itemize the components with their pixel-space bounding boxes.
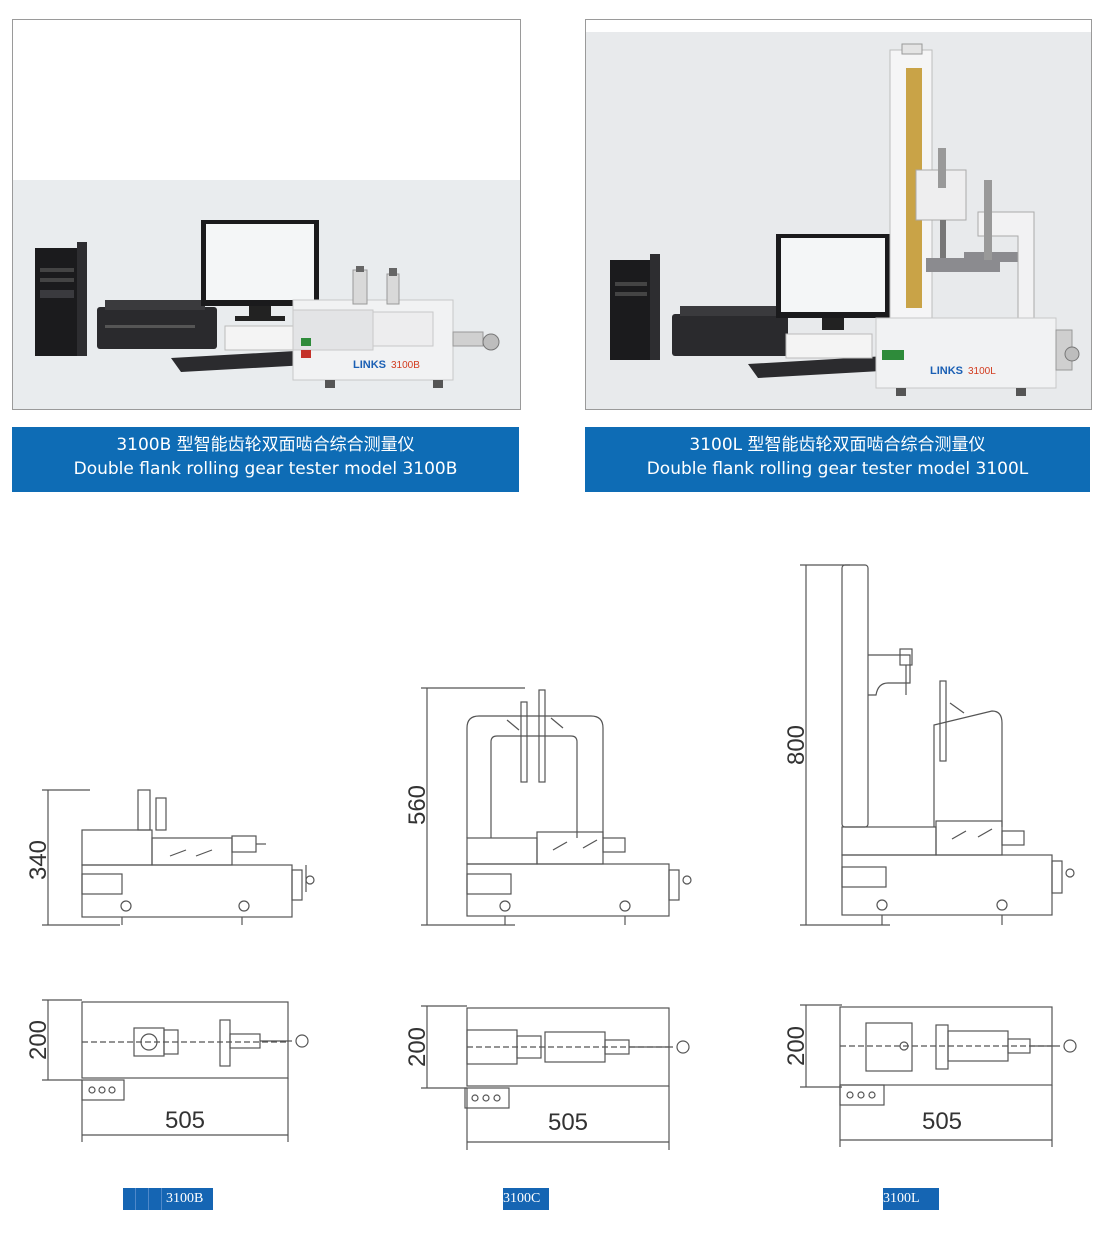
height-label: 800 [783,725,810,765]
caption-3100b: 3100B 型智能齿轮双面啮合综合测量仪 Double flank rollin… [12,427,519,492]
drawing-3100b: 340 200 505 [25,789,315,1142]
tag-label: 3100C [503,1191,541,1206]
caption-en: Double flank rolling gear tester model 3… [73,459,458,479]
drawing-3100l: 800 200 505 [783,564,1077,1147]
model-tag-3100c: 3100C [503,1188,549,1210]
tag-label: 3100L [883,1191,920,1206]
depth-label: 200 [25,1020,52,1060]
depth-label: 200 [404,1027,431,1067]
caption-en: Double flank rolling gear tester model 3… [646,459,1029,479]
logo-links: LINKS [930,365,963,377]
height-label: 560 [404,785,431,825]
product-photo-3100b: LINKS 3100B [12,19,521,410]
tag-label: 3100B [166,1191,204,1206]
width-label: 505 [922,1108,962,1135]
width-label: 505 [165,1107,205,1134]
drawing-3100c: 560 200 505 [404,687,692,1150]
depth-label: 200 [783,1026,810,1066]
caption-cn: 3100L 型智能齿轮双面啮合综合测量仪 [689,435,986,455]
logo-model: 3100L [968,366,996,377]
width-label: 505 [548,1109,588,1136]
product-photo-3100l: LINKS 3100L [585,19,1092,410]
model-tag-3100b: 3100B [123,1188,213,1210]
logo-model: 3100B [391,360,420,371]
logo-links: LINKS [353,359,386,371]
model-tag-3100l: 3100L [883,1188,939,1210]
caption-3100l: 3100L 型智能齿轮双面啮合综合测量仪 Double flank rollin… [585,427,1090,492]
height-label: 340 [25,840,52,880]
caption-cn: 3100B 型智能齿轮双面啮合综合测量仪 [116,435,415,455]
